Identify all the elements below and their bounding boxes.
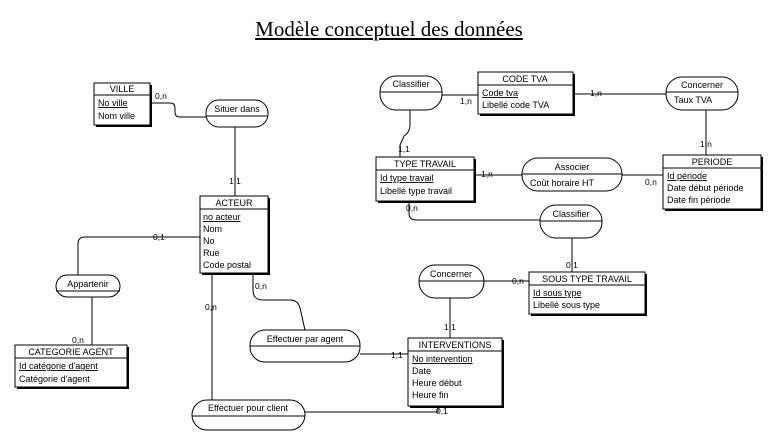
cardinality-label: 0,n	[512, 276, 524, 286]
relation-name: Associer	[555, 162, 590, 172]
entity-attr: Libellé sous type	[533, 300, 600, 310]
relation-concerner-top[interactable]: Concerner Taux TVA	[665, 76, 739, 111]
relation-classifier-mid[interactable]: Classifier	[539, 204, 603, 239]
entity-interventions[interactable]: INTERVENTIONS No intervention Date Heure…	[407, 337, 504, 408]
cardinality-label: 0,n	[406, 203, 418, 213]
entity-attr: Heure fin	[412, 390, 449, 400]
relation-attr: Coût horaire HT	[530, 178, 595, 188]
relation-name: Classifier	[552, 209, 589, 219]
entity-attr: Libellé code TVA	[482, 100, 549, 110]
relation-effectuer-par-agent[interactable]: Effectuer par agent	[249, 329, 361, 363]
entity-attr: Code tva	[482, 88, 518, 98]
relation-name: Situer dans	[214, 104, 260, 114]
entity-name: CATEGORIE AGENT	[28, 347, 114, 357]
cardinality-label: 0,n	[155, 91, 167, 101]
cardinality-label: 1,1	[398, 144, 410, 154]
entity-attr: Catégorie d'agent	[19, 374, 90, 384]
entity-name: VILLE	[110, 84, 135, 94]
cardinality-label: 0,n	[72, 335, 84, 345]
relation-situer-dans[interactable]: Situer dans	[205, 99, 269, 128]
relation-name: Effectuer par agent	[267, 334, 344, 344]
entity-name: SOUS TYPE TRAVAIL	[542, 274, 632, 284]
cardinality-label: 0,1	[566, 260, 578, 270]
cardinality-label: 1,n	[481, 169, 493, 179]
cardinality-label: 1,1	[229, 176, 241, 186]
relation-appartenir[interactable]: Appartenir	[55, 274, 121, 298]
entity-attr: Rue	[203, 248, 220, 258]
relation-name: Concerner	[681, 80, 723, 90]
cardinality-label: 1,1	[391, 350, 403, 360]
relation-name: Concerner	[430, 269, 472, 279]
relation-name: Appartenir	[67, 279, 109, 289]
relation-associer[interactable]: Associer Coût horaire HT	[521, 157, 623, 192]
entity-type-travail[interactable]: TYPE TRAVAIL Id type travail Libellé typ…	[375, 156, 476, 203]
entity-attr: Id catégorie d'agent	[19, 361, 98, 371]
cardinality-label: 0,n	[645, 177, 657, 187]
entity-periode[interactable]: PERIODE Id période Date début période Da…	[662, 154, 763, 211]
relation-attr: Taux TVA	[674, 95, 712, 105]
entity-attr: Code postal	[203, 260, 251, 270]
entity-name: INTERVENTIONS	[419, 340, 492, 350]
cardinality-label: 1,n	[460, 96, 472, 106]
cardinality-label: 0,1	[436, 406, 448, 416]
page-title: Modèle conceptuel des données	[255, 17, 523, 41]
cardinality-label: 1,n	[590, 88, 602, 98]
entity-attr: Date	[412, 366, 431, 376]
cardinality-label: 0,n	[205, 302, 217, 312]
entity-attr: Id période	[667, 171, 707, 181]
cardinality-label: 0,1	[153, 232, 165, 242]
entity-attr: Libellé type travail	[380, 186, 452, 196]
entity-attr: Date début période	[667, 183, 744, 193]
entity-attr: Heure début	[412, 378, 462, 388]
relation-effectuer-pour-client[interactable]: Effectuer pour client	[191, 399, 306, 431]
entity-attr: Date fin période	[667, 195, 731, 205]
entity-attr: No ville	[98, 98, 128, 108]
entity-ville[interactable]: VILLE No ville Nom ville	[93, 82, 152, 127]
relation-classifier-top[interactable]: Classifier	[379, 75, 443, 111]
cardinality-label: 1,n	[700, 139, 712, 149]
relation-concerner-mid[interactable]: Concerner	[418, 264, 485, 299]
entity-name: TYPE TRAVAIL	[394, 159, 456, 169]
entity-code-tva[interactable]: CODE TVA Code tva Libellé code TVA	[477, 71, 575, 116]
entity-attr: Nom ville	[98, 111, 135, 121]
entity-name: PERIODE	[692, 157, 733, 167]
entity-attr: Nom	[203, 224, 222, 234]
entity-name: ACTEUR	[215, 198, 253, 208]
cardinality-label: 1,1	[444, 322, 456, 332]
entity-attr: No	[203, 236, 215, 246]
entity-name: CODE TVA	[502, 74, 547, 84]
relation-name: Classifier	[392, 79, 429, 89]
connector-lines	[77, 93, 707, 413]
entity-sous-type-travail[interactable]: SOUS TYPE TRAVAIL Id sous type Libellé s…	[528, 271, 647, 316]
entity-attr: Id type travail	[380, 173, 434, 183]
cardinality-labels: 0,n 1,1 0,1 0,n 0,n 0,n 1,1 0,1 1,n 1,1 …	[72, 88, 712, 416]
cardinality-label: 0,n	[255, 281, 267, 291]
entity-attr: Id sous type	[533, 288, 582, 298]
entity-attr: No intervention	[412, 354, 473, 364]
relation-name: Effectuer pour client	[208, 403, 288, 413]
entity-acteur[interactable]: ACTEUR no acteur Nom No Rue Code postal	[199, 195, 270, 275]
entity-attr: no acteur	[203, 212, 241, 222]
entity-categorie-agent[interactable]: CATEGORIE AGENT Id catégorie d'agent Cat…	[14, 344, 129, 389]
